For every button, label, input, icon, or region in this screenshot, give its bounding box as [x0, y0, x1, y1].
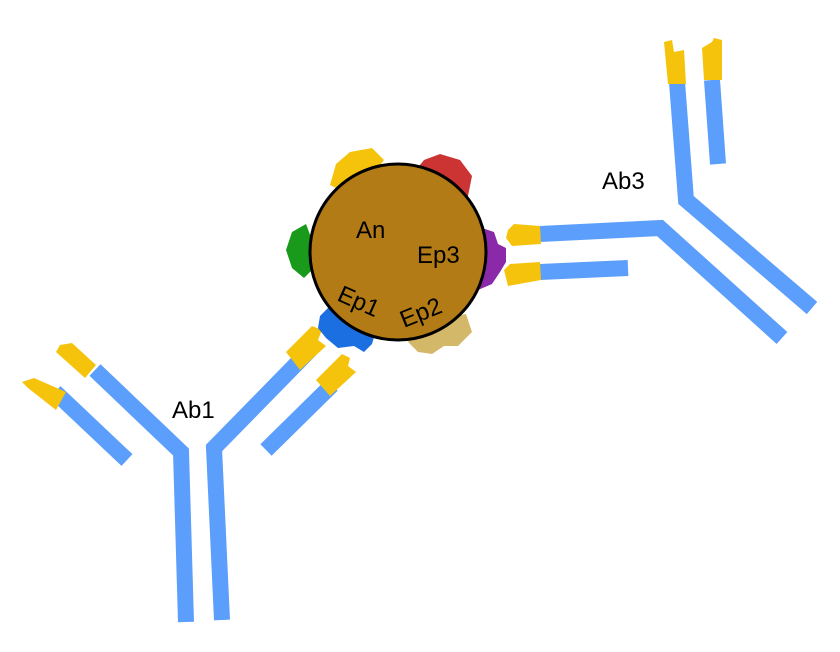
ab3-heavy-chain-lower [539, 219, 788, 344]
ab1-light-chain-right [260, 379, 338, 456]
epitope-top-red [416, 154, 472, 196]
ab3-label: Ab3 [602, 168, 645, 195]
epitope-top-yellow [330, 148, 388, 190]
ab1-label: Ab1 [172, 397, 215, 424]
epitope-ep2 [408, 314, 472, 354]
ab3-variable-tip-lower-light [504, 262, 541, 286]
antigen-body [308, 162, 488, 342]
ab1-variable-tip-right-heavy [286, 326, 326, 370]
ab3-heavy-chain-upper [669, 81, 818, 315]
ab3-variable-tip-upper-heavy [664, 40, 686, 84]
ab1-heavy-chain-right [205, 344, 316, 621]
ab3-variable-tip-upper-light [702, 38, 722, 80]
ab1-variable-tip-right-light [316, 354, 356, 396]
ab3-light-chain-upper [704, 79, 726, 165]
antigen: An Ep3 Ep1 Ep2 [308, 162, 488, 342]
ab3-variable-tip-lower-heavy [506, 224, 541, 246]
antibody-ab3: Ab3 [504, 38, 818, 344]
antibody-ab1: Ab1 [22, 326, 356, 623]
epitope-ep1 [318, 306, 376, 352]
ab1-variable-tip-left-heavy [56, 343, 96, 378]
epitope-left-green [286, 224, 312, 278]
ab1-variable-tip-left-light [22, 378, 66, 410]
ab1-heavy-chain-left [89, 364, 194, 623]
epitope3-label: Ep3 [417, 242, 460, 269]
antigen-label: An [356, 217, 385, 244]
ab3-light-chain-lower [539, 260, 629, 280]
ab1-light-chain-left [49, 386, 133, 466]
